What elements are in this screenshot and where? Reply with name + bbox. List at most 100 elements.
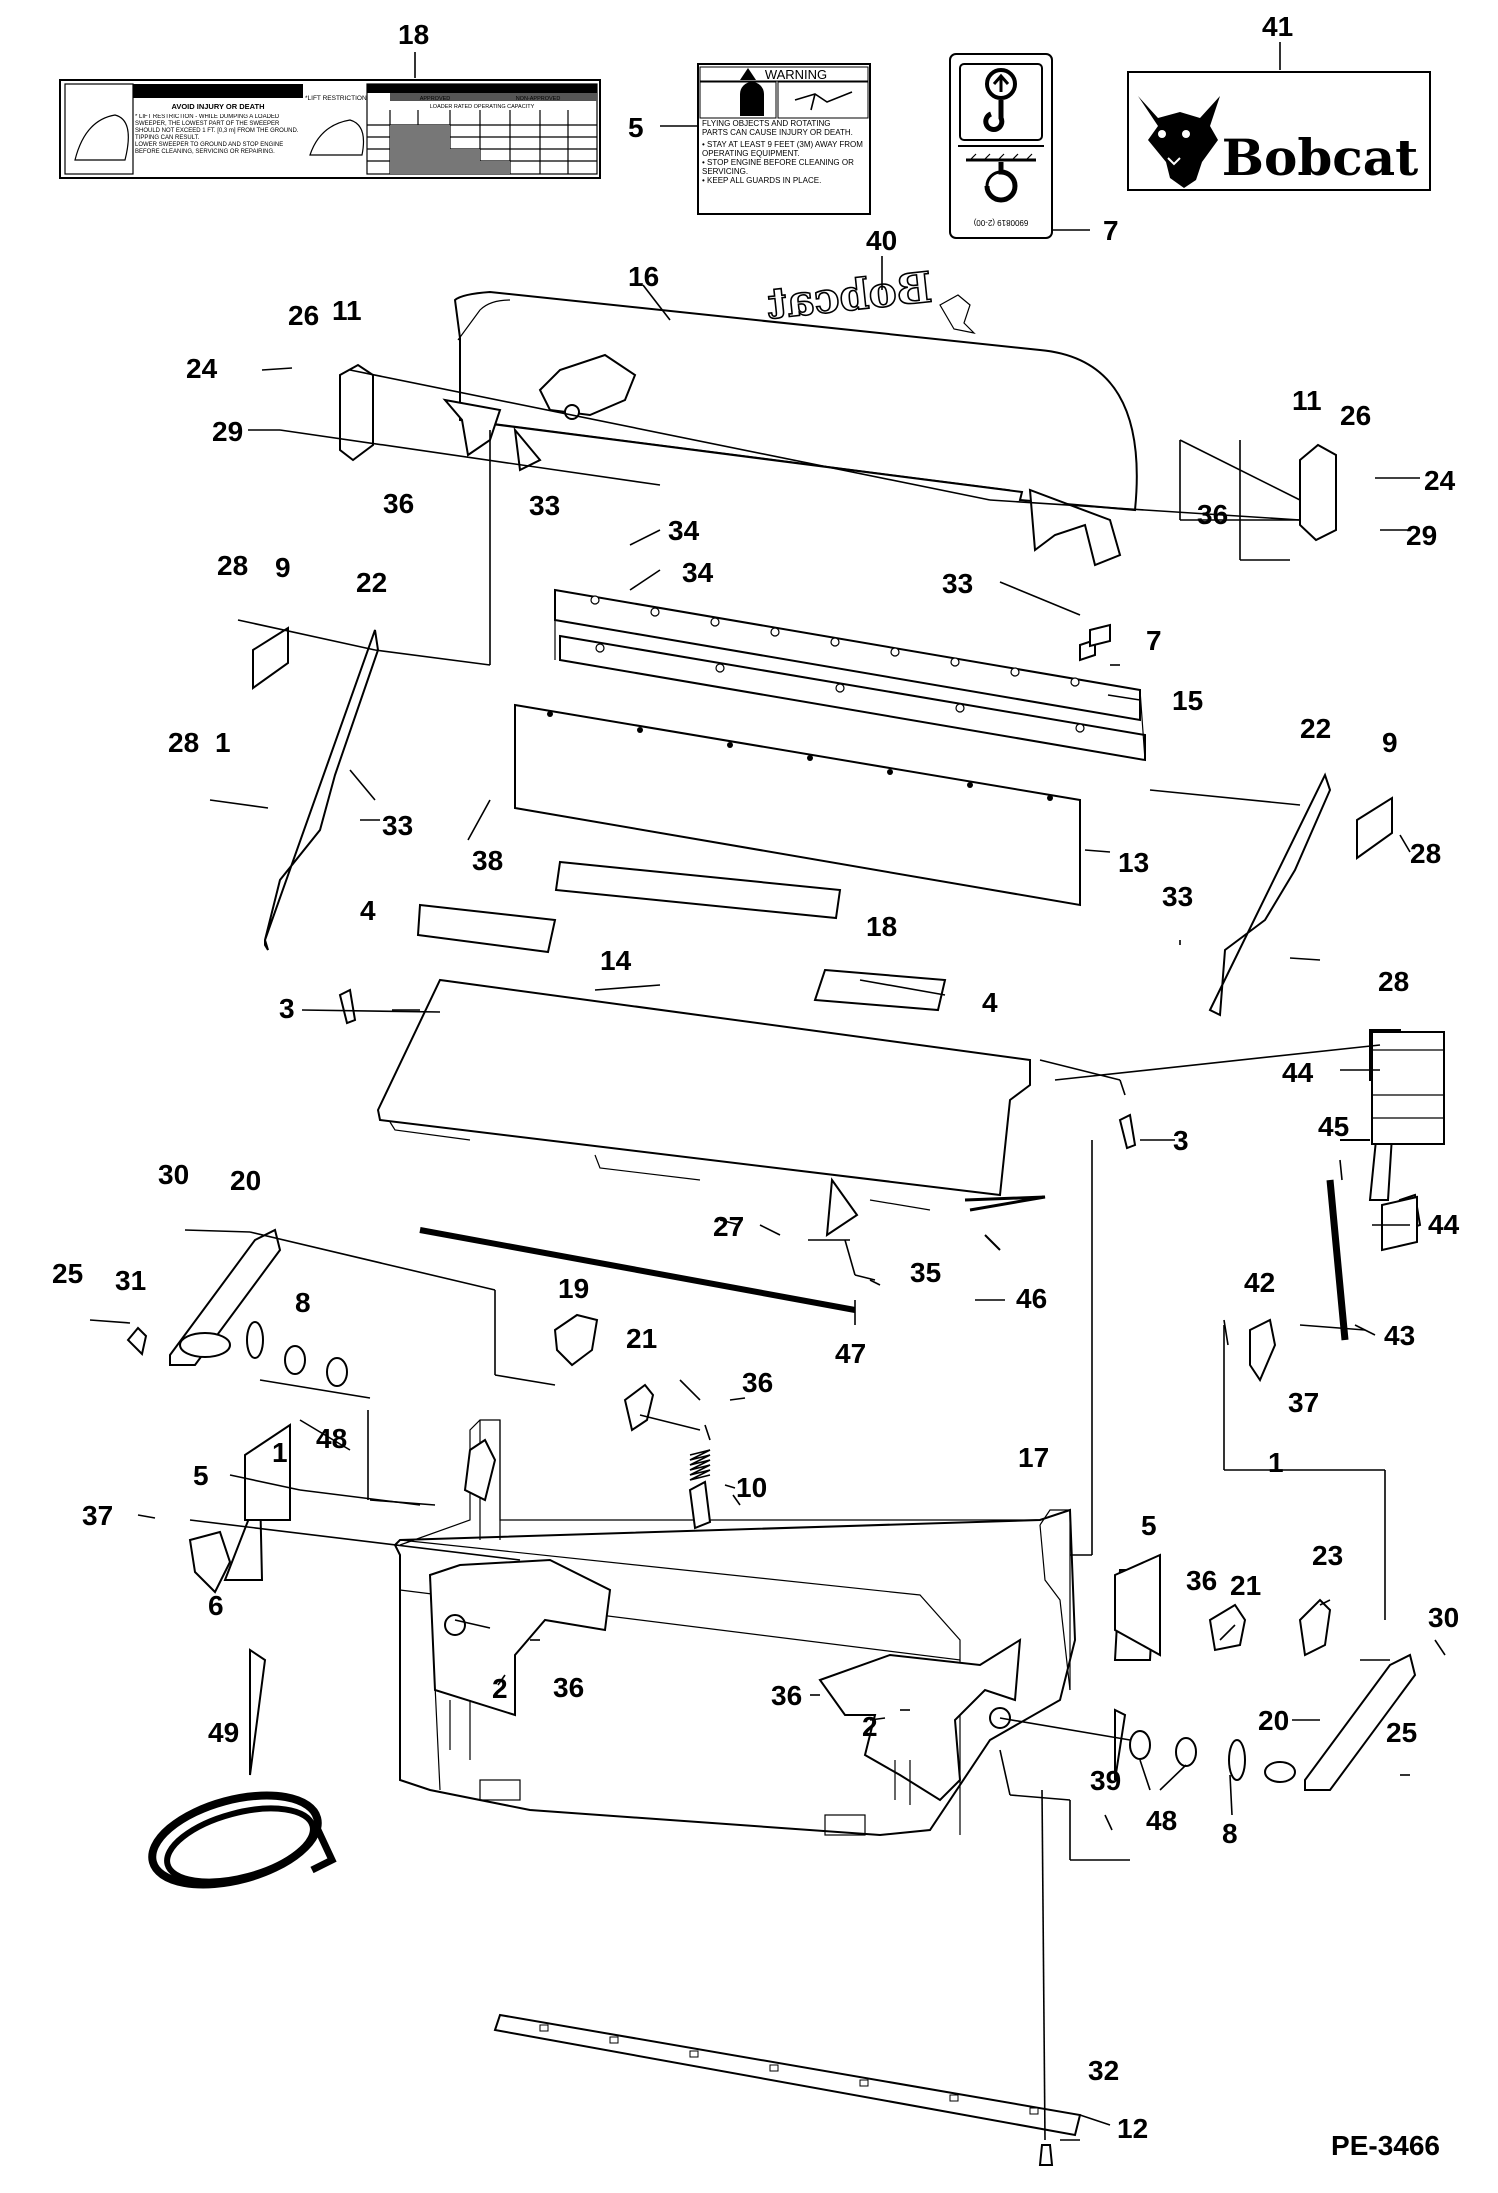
part-label-36-lower-left: 36 <box>553 1672 584 1703</box>
part-label-36-lower-mid: 36 <box>771 1680 802 1711</box>
part-label-34-lower: 34 <box>682 557 714 588</box>
part-label-3-right: 3 <box>1173 1125 1189 1156</box>
top-panel-part-14 <box>376 978 1031 1211</box>
part-label-11-right: 11 <box>1292 385 1322 416</box>
part-label-10: 10 <box>736 1472 767 1503</box>
decal-5-left-placed <box>244 1423 291 1521</box>
end-plate-part-11-right <box>1299 443 1337 542</box>
part-label-9-left: 9 <box>275 552 291 583</box>
part-label-21-right: 21 <box>1230 1570 1261 1601</box>
part-label-46: 46 <box>1016 1283 1047 1314</box>
rod-part-47 <box>419 1227 856 1313</box>
part-label-8-left: 8 <box>295 1287 311 1318</box>
drawing-number: PE-3466 <box>1331 2130 1440 2161</box>
part-label-29-right: 29 <box>1406 520 1437 551</box>
part-label-33-left: 33 <box>382 810 413 841</box>
cutting-edge-part-12 <box>493 2013 1082 2137</box>
decal-5-warning-text: WARNING <box>765 67 827 82</box>
part-label-15: 15 <box>1172 685 1203 716</box>
seal-coil-part-49 <box>148 1791 337 1889</box>
decal-5-warning-label: WARNING FLYING OBJECTS AND ROTATING PART… <box>697 63 871 215</box>
part-label-37-left: 37 <box>82 1500 113 1531</box>
plate-part-9-right <box>1356 796 1393 860</box>
decal-18-text-1: * LIFT RESTRICTION - WHILE DUMPING A LOA… <box>135 114 299 141</box>
part-label-45: 45 <box>1318 1111 1349 1142</box>
part-label-19: 19 <box>558 1273 589 1304</box>
part-label-12: 12 <box>1117 2113 1148 2144</box>
part-label-47: 47 <box>835 1338 866 1369</box>
part-label-7-top: 7 <box>1103 215 1119 246</box>
decal-41-brand: Bobcat <box>1222 128 1419 187</box>
decal-44-single <box>1381 1195 1418 1252</box>
part-label-36-left: 36 <box>383 488 414 519</box>
hood-part-16 <box>442 290 1138 567</box>
part-label-44-upper: 44 <box>1282 1057 1314 1088</box>
arm-part-20-left <box>169 1228 282 1366</box>
part-label-28-right-lower: 28 <box>1378 966 1409 997</box>
part-label-30-left: 30 <box>158 1159 189 1190</box>
decal-7-placed <box>1089 623 1111 648</box>
part-label-4-right: 4 <box>982 987 998 1018</box>
part-label-37-right: 37 <box>1288 1387 1319 1418</box>
part-label-39: 39 <box>1090 1765 1121 1796</box>
part-label-20-right: 20 <box>1258 1705 1289 1736</box>
rotating-parts-icon <box>794 91 853 111</box>
part-label-36-lower-right: 36 <box>1186 1565 1217 1596</box>
part-label-16: 16 <box>628 261 659 292</box>
part-label-26-right: 26 <box>1340 400 1371 431</box>
part-label-36-right: 36 <box>1197 499 1228 530</box>
decal-5-right-placed <box>1114 1553 1161 1657</box>
part-label-48-right: 48 <box>1146 1805 1177 1836</box>
decal-7-code: 6900819 (2-00) <box>973 218 1028 227</box>
decal-18-warning-label: WARNING AVOID INJURY OR DEATH * LIFT RES… <box>59 79 601 179</box>
decal-18-capacity: LOADER RATED OPERATING CAPACITY <box>430 104 535 110</box>
part-label-22-left: 22 <box>356 567 387 598</box>
part-label-18-mid: 18 <box>866 911 897 942</box>
side-plate-part-22-left <box>263 629 380 951</box>
decal-4-left <box>416 903 557 954</box>
decal-41-bobcat-logo: Bobcat <box>1127 71 1431 191</box>
part-label-28-left: 28 <box>168 727 199 758</box>
decal-5-line-1: FLYING OBJECTS AND ROTATING <box>702 119 831 128</box>
part-label-40: 40 <box>866 225 897 256</box>
arm-part-20-right <box>1304 1653 1417 1791</box>
part-label-6: 6 <box>208 1590 224 1621</box>
main-frame-part-17 <box>393 1419 1077 1837</box>
part-label-32: 32 <box>1088 2055 1119 2086</box>
part-number-labels: 1 1 1 2 2 3 3 4 4 5 5 5 6 7 7 8 8 9 9 10… <box>52 11 1460 2144</box>
part-label-44-lower: 44 <box>1428 1209 1460 1240</box>
part-label-26-left: 26 <box>288 300 319 331</box>
part-label-31: 31 <box>115 1265 146 1296</box>
part-label-49: 49 <box>208 1717 239 1748</box>
bolt-part-32 <box>1038 2144 1054 2166</box>
part-label-1-left: 1 <box>215 727 231 758</box>
part-label-36-mid: 36 <box>742 1367 773 1398</box>
part-label-22-right: 22 <box>1300 713 1331 744</box>
part-label-9-right: 9 <box>1382 727 1398 758</box>
part-label-5-left: 5 <box>193 1460 209 1491</box>
part-label-29-left: 29 <box>212 416 243 447</box>
part-label-2-right: 2 <box>862 1711 878 1742</box>
part-label-43: 43 <box>1384 1320 1415 1351</box>
decal-5-bullet-1: STAY AT LEAST 9 FEET (3M) AWAY FROM OPER… <box>702 140 863 158</box>
part-label-25-right: 25 <box>1386 1717 1417 1748</box>
part-label-24-right: 24 <box>1424 465 1456 496</box>
plate-part-9-left <box>252 626 289 690</box>
part-label-28-top-left: 28 <box>217 550 248 581</box>
part-label-17: 17 <box>1018 1442 1049 1473</box>
part-label-4-left: 4 <box>360 895 376 926</box>
part-label-5-top: 5 <box>628 112 644 143</box>
part-label-14: 14 <box>600 945 632 976</box>
part-label-38: 38 <box>472 845 503 876</box>
part-label-18-top: 18 <box>398 19 429 50</box>
lift-point-hook-icon <box>983 68 1017 132</box>
part-label-1-right: 1 <box>1268 1447 1284 1478</box>
decal-5-bullet-3: KEEP ALL GUARDS IN PLACE. <box>707 176 822 185</box>
leader-lines <box>89 42 1446 2141</box>
part-label-33-right: 33 <box>1162 881 1193 912</box>
spring-part-10 <box>689 1449 711 1481</box>
decal-5-bullet-2: STOP ENGINE BEFORE CLEANING OR SERVICING… <box>702 158 854 176</box>
bobcat-logo-icon <box>1138 96 1220 188</box>
part-label-8-right: 8 <box>1222 1818 1238 1849</box>
